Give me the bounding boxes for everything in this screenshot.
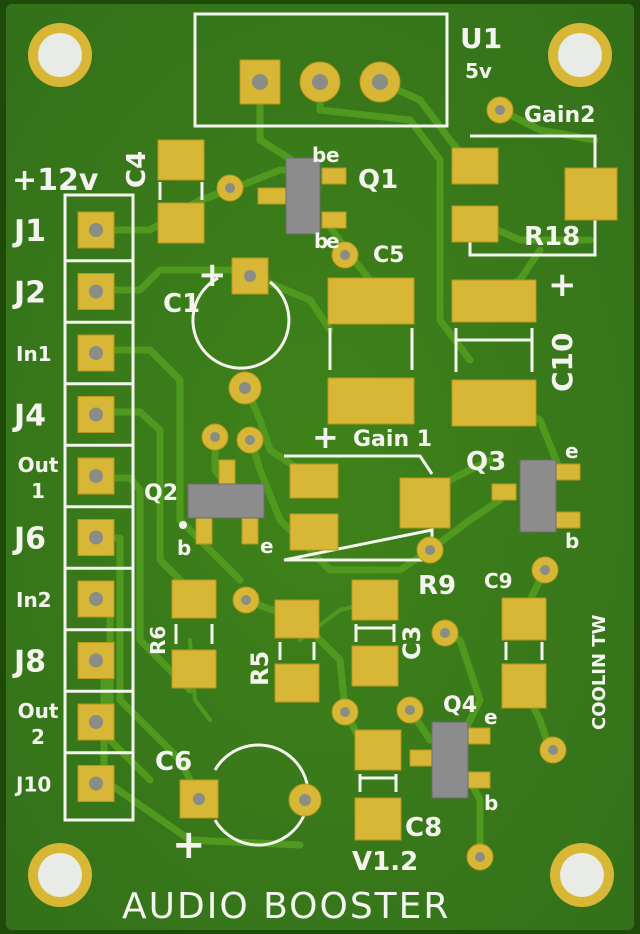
r5-resistor	[274, 599, 320, 703]
connector-label-7: In2	[16, 588, 52, 612]
c10-capacitor	[451, 279, 537, 427]
c1-capacitor	[191, 257, 291, 405]
connector-label-2: J2	[12, 276, 46, 311]
connector-label-1: J1	[12, 214, 46, 249]
board-title: AUDIO BOOSTER	[122, 886, 450, 927]
label-r9: R9	[418, 571, 456, 601]
r18-gain2-trimmer	[451, 96, 618, 257]
connector-drill-10	[89, 776, 103, 791]
mark-c5-plus: +	[312, 418, 339, 456]
q1-transistor	[257, 157, 359, 269]
c5-capacitor	[327, 277, 415, 425]
label-u1-voltage: 5v	[465, 59, 492, 83]
label-c9: C9	[484, 569, 513, 593]
c3-capacitor	[351, 579, 459, 687]
c4-capacitor	[157, 139, 244, 244]
mark-c10-plus: +	[548, 265, 577, 305]
mark-q2-b: b	[177, 536, 191, 560]
label-gain1: Gain 1	[353, 427, 432, 452]
label-q1: Q1	[358, 165, 398, 195]
u1-regulator	[193, 12, 449, 128]
version-label: V1.2	[352, 847, 418, 877]
label-c10: C10	[546, 332, 579, 392]
label-q3: Q3	[466, 447, 506, 477]
mark-q4-b: b	[484, 791, 498, 815]
r6-resistor	[171, 579, 260, 689]
supply-label: +12v	[12, 163, 99, 198]
connector-drill-2	[89, 284, 103, 299]
mark-q3-b: b	[565, 529, 579, 553]
connector-label-6: J6	[12, 522, 46, 557]
label-c4: C4	[122, 151, 152, 188]
c9-capacitor	[501, 556, 567, 764]
connector-label-4: J4	[12, 399, 46, 434]
connector-drill-3	[89, 346, 103, 360]
mark-q1-e2: e	[326, 229, 340, 253]
label-r6: R6	[146, 626, 170, 655]
label-gain2: Gain2	[524, 103, 595, 128]
q3-transistor	[491, 459, 581, 533]
connector-label-8: J8	[12, 645, 46, 680]
label-c1: C1	[163, 289, 200, 319]
connector-block	[63, 193, 135, 822]
connector-drill-6	[89, 530, 103, 545]
mark-q1-b: b	[312, 143, 326, 167]
vendor-mark: COOLIN TW	[589, 614, 610, 730]
mark-q4-e: e	[484, 705, 498, 729]
label-u1: U1	[460, 22, 502, 55]
mark-q1-e: e	[326, 143, 340, 167]
connector-drill-5	[89, 469, 103, 483]
connector-drill-1	[89, 223, 103, 237]
label-r18: R18	[524, 222, 580, 252]
label-c8: C8	[405, 813, 442, 843]
mark-q1-b2: b	[314, 229, 328, 253]
q2-transistor	[179, 423, 265, 545]
mark-c6-plus: +	[172, 822, 206, 868]
gain1-trimmer	[283, 454, 451, 564]
connector-label-10: J10	[14, 773, 51, 797]
label-c5: C5	[373, 243, 404, 268]
label-c6: C6	[155, 747, 192, 777]
c6-capacitor	[179, 743, 322, 847]
label-q2: Q2	[144, 481, 178, 506]
c8-capacitor	[354, 729, 402, 841]
label-c3: C3	[398, 626, 426, 660]
mounting-holes	[28, 23, 614, 907]
connector-label-3: In1	[16, 342, 52, 366]
label-q4: Q4	[443, 693, 477, 718]
label-r5: R5	[246, 651, 274, 686]
connector-drill-9	[89, 715, 103, 729]
connector-drill-7	[89, 592, 103, 606]
vias	[331, 696, 424, 726]
mark-q3-e: e	[565, 439, 579, 463]
mark-q2-e: e	[260, 534, 274, 558]
q4-transistor	[409, 721, 494, 871]
silkscreen-labels: +12v C4 U1 5v Gain2 Q1 b e b e C5 R18 + …	[12, 22, 610, 927]
mark-c1-plus: +	[198, 255, 227, 295]
connector-drill-4	[89, 407, 103, 422]
connector-drill-8	[89, 653, 103, 668]
